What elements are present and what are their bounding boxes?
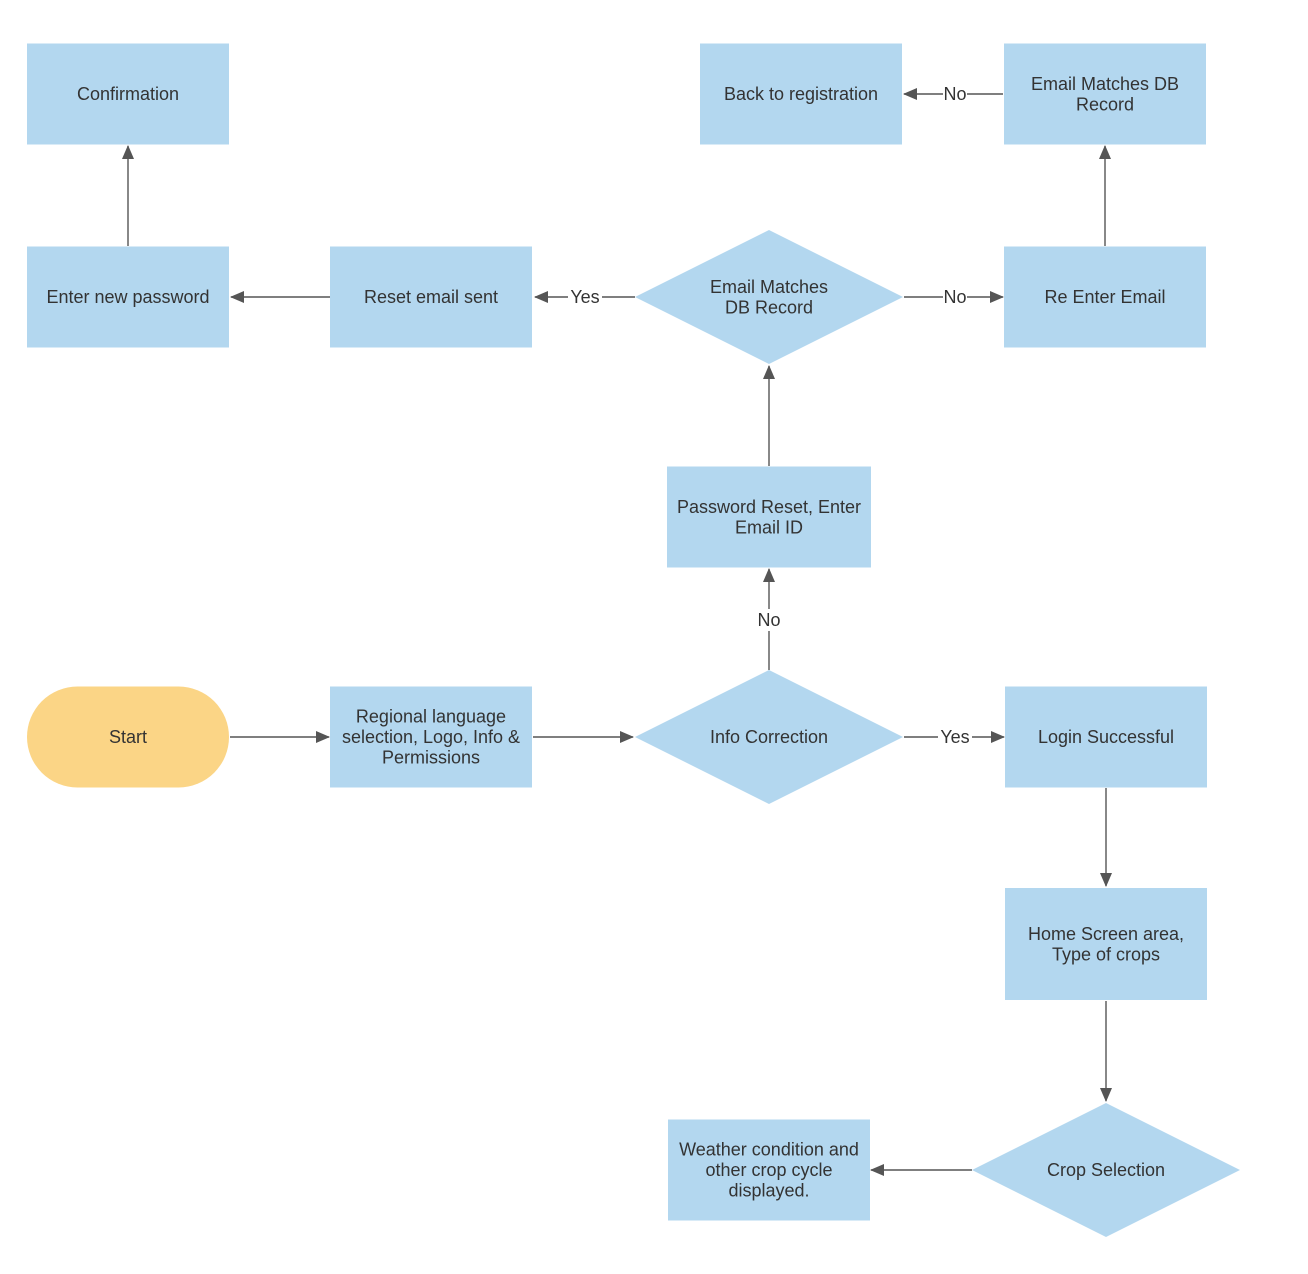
node-confirmation: Confirmation: [27, 43, 229, 145]
node-label-line: Email Matches DB: [1031, 74, 1179, 94]
node-label-line: Record: [1076, 94, 1134, 114]
edge-label-yes: Yes: [940, 727, 969, 747]
node-label: Login Successful: [1038, 727, 1174, 747]
edge-label-no: No: [757, 610, 780, 630]
node-back-to-registration: Back to registration: [700, 43, 902, 145]
node-label-line: displayed.: [728, 1181, 809, 1201]
edge-label-yes: Yes: [570, 287, 599, 307]
node-label-line: Info Correction: [710, 727, 828, 747]
node-label: Back to registration: [724, 84, 878, 104]
node-label-line: Weather condition and: [679, 1140, 859, 1160]
node-label-line: DB Record: [725, 297, 813, 317]
node-label-line: Regional language: [356, 707, 506, 727]
node-info-correction: Info Correction: [635, 670, 903, 804]
terminal-shape: [27, 686, 229, 788]
process-shape: [27, 246, 229, 348]
node-label-line: Email Matches: [710, 277, 828, 297]
decision-shape: [635, 670, 903, 804]
node-label-line: Reset email sent: [364, 287, 498, 307]
node-label: Info Correction: [710, 727, 828, 747]
node-label-line: Home Screen area,: [1028, 924, 1184, 944]
node-label-line: selection, Logo, Info &: [342, 727, 520, 747]
process-shape: [1005, 888, 1207, 1000]
process-shape: [1005, 686, 1207, 788]
node-label-line: Login Successful: [1038, 727, 1174, 747]
node-enter-new-password: Enter new password: [27, 246, 229, 348]
node-label: Crop Selection: [1047, 1160, 1165, 1180]
node-label-line: Email ID: [735, 517, 803, 537]
node-crop-selection: Crop Selection: [972, 1103, 1240, 1237]
node-label: Start: [109, 727, 147, 747]
process-shape: [667, 466, 871, 568]
node-label-line: Crop Selection: [1047, 1160, 1165, 1180]
process-shape: [27, 43, 229, 145]
edge-label-background: [757, 609, 781, 631]
node-start: Start: [27, 686, 229, 788]
edge-label-background: [943, 83, 967, 105]
node-label-line: Password Reset, Enter: [677, 497, 861, 517]
process-shape: [1004, 246, 1206, 348]
edge-label-background: [938, 726, 972, 748]
process-shape: [700, 43, 902, 145]
process-shape: [330, 686, 532, 788]
decision-shape: [635, 230, 903, 364]
process-shape: [668, 1119, 870, 1221]
node-label-line: Permissions: [382, 748, 480, 768]
node-label: Enter new password: [46, 287, 209, 307]
edge-label-background: [943, 286, 967, 308]
edge-label-background: [568, 286, 602, 308]
node-label: Reset email sent: [364, 287, 498, 307]
process-shape: [330, 246, 532, 348]
node-reset-email-sent: Reset email sent: [330, 246, 532, 348]
edge-label-no: No: [943, 84, 966, 104]
node-re-enter-email: Re Enter Email: [1004, 246, 1206, 348]
node-label-line: Type of crops: [1052, 944, 1160, 964]
node-label-line: Enter new password: [46, 287, 209, 307]
node-label-line: Start: [109, 727, 147, 747]
node-label: Home Screen area,Type of crops: [1028, 924, 1184, 965]
node-label: Confirmation: [77, 84, 179, 104]
node-label-line: Re Enter Email: [1044, 287, 1165, 307]
node-label-line: other crop cycle: [705, 1160, 832, 1180]
process-shape: [1004, 43, 1206, 145]
decision-shape: [972, 1103, 1240, 1237]
edges: [122, 88, 1112, 1176]
node-home-screen: Home Screen area,Type of crops: [1005, 888, 1207, 1000]
edge-label-no: No: [943, 287, 966, 307]
node-label-line: Confirmation: [77, 84, 179, 104]
node-label: Re Enter Email: [1044, 287, 1165, 307]
node-login-successful: Login Successful: [1005, 686, 1207, 788]
node-label-line: Back to registration: [724, 84, 878, 104]
